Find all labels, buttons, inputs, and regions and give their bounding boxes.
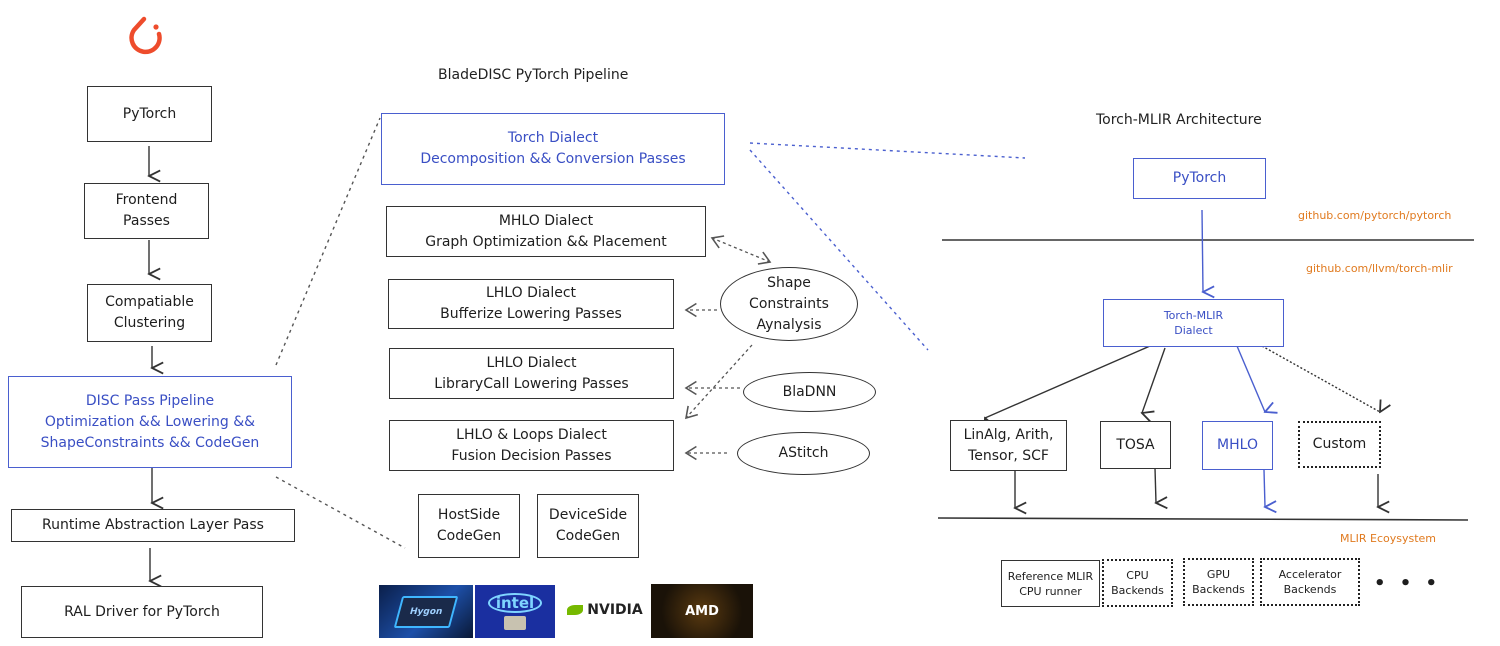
nvidia-logo: NVIDIA <box>565 595 645 625</box>
nvidia-wordmark: NVIDIA <box>587 602 643 618</box>
arrow-dialect-mhlo <box>1236 345 1265 412</box>
zoom-line-blue-1 <box>749 142 1026 159</box>
arrow-dialect-linalg <box>985 345 1151 418</box>
zoom-line-bottom <box>275 476 406 549</box>
arrow-shape-fusion <box>685 344 753 420</box>
pytorch-logo-icon <box>129 16 162 55</box>
chip-icon: Hygon <box>393 595 459 628</box>
arrow-shape-mhlo <box>710 235 772 265</box>
astitch-ellipse: AStitch <box>737 432 870 475</box>
reference-cpu-runner-box: Reference MLIR CPU runner <box>1001 560 1100 607</box>
compatiable-clustering-box: Compatiable Clustering <box>87 284 212 342</box>
divider-bottom <box>937 517 1469 521</box>
amd-wordmark: AMD <box>685 603 719 619</box>
amd-logo: AMD <box>651 584 753 638</box>
arrow-tosa-down <box>1154 467 1156 503</box>
repo-pytorch-label: github.com/pytorch/pytorch <box>1298 209 1452 222</box>
mlir-ecosystem-label: MLIR Ecoysystem <box>1340 532 1437 545</box>
lhlo-librarycall-box: LHLO Dialect LibraryCall Lowering Passes <box>389 348 674 399</box>
gpu-backends-box: GPU Backends <box>1183 558 1254 606</box>
arrow-mhlo-down <box>1263 469 1265 507</box>
hostside-codegen-box: HostSide CodeGen <box>418 494 520 558</box>
bladedisc-title: BladeDISC PyTorch Pipeline <box>438 67 629 83</box>
arrow-dialect-custom <box>1261 345 1380 412</box>
nvidia-eye-icon <box>567 605 584 615</box>
runtime-abstraction-layer-box: Runtime Abstraction Layer Pass <box>11 509 295 542</box>
pytorch-box: PyTorch <box>87 86 212 142</box>
hygon-logo: Hygon <box>379 585 473 638</box>
mhlo-target-box: MHLO <box>1202 421 1273 470</box>
shape-constraints-ellipse: Shape Constraints Aynalysis <box>720 267 858 341</box>
repo-torch-mlir-label: github.com/llvm/torch-mlir <box>1306 262 1453 275</box>
torch-mlir-pytorch-box: PyTorch <box>1133 158 1266 199</box>
linalg-target-box: LinAlg, Arith, Tensor, SCF <box>950 420 1067 471</box>
intel-wordmark: intel <box>487 593 543 613</box>
custom-target-box: Custom <box>1298 421 1381 468</box>
torch-mlir-title: Torch-MLIR Architecture <box>1096 112 1262 128</box>
arrow-dialect-tosa <box>1142 347 1166 413</box>
torch-mlir-dialect-box: Torch-MLIR Dialect <box>1103 299 1284 347</box>
cpu-icon <box>504 616 526 630</box>
accelerator-backends-box: Accelerator Backends <box>1260 558 1360 606</box>
torch-dialect-box: Torch Dialect Decomposition && Conversio… <box>381 113 725 185</box>
zoom-line-blue-2 <box>749 149 929 351</box>
deviceside-codegen-box: DeviceSide CodeGen <box>537 494 639 558</box>
ral-driver-box: RAL Driver for PyTorch <box>21 586 263 638</box>
lhlo-bufferize-box: LHLO Dialect Bufferize Lowering Passes <box>388 279 674 329</box>
arrow-pytorch-dialect <box>1201 209 1203 292</box>
zoom-line-top <box>275 117 381 366</box>
cpu-backends-box: CPU Backends <box>1102 559 1173 607</box>
mhlo-dialect-box: MHLO Dialect Graph Optimization && Place… <box>386 206 706 257</box>
bladnn-ellipse: BlaDNN <box>743 372 876 412</box>
intel-logo: intel <box>475 585 555 638</box>
more-backends-ellipsis: • • • <box>1374 573 1442 594</box>
frontend-passes-box: Frontend Passes <box>84 183 209 239</box>
disc-pass-pipeline-box: DISC Pass Pipeline Optimization && Lower… <box>8 376 292 468</box>
lhlo-loops-fusion-box: LHLO & Loops Dialect Fusion Decision Pas… <box>389 420 674 471</box>
tosa-target-box: TOSA <box>1100 421 1171 469</box>
